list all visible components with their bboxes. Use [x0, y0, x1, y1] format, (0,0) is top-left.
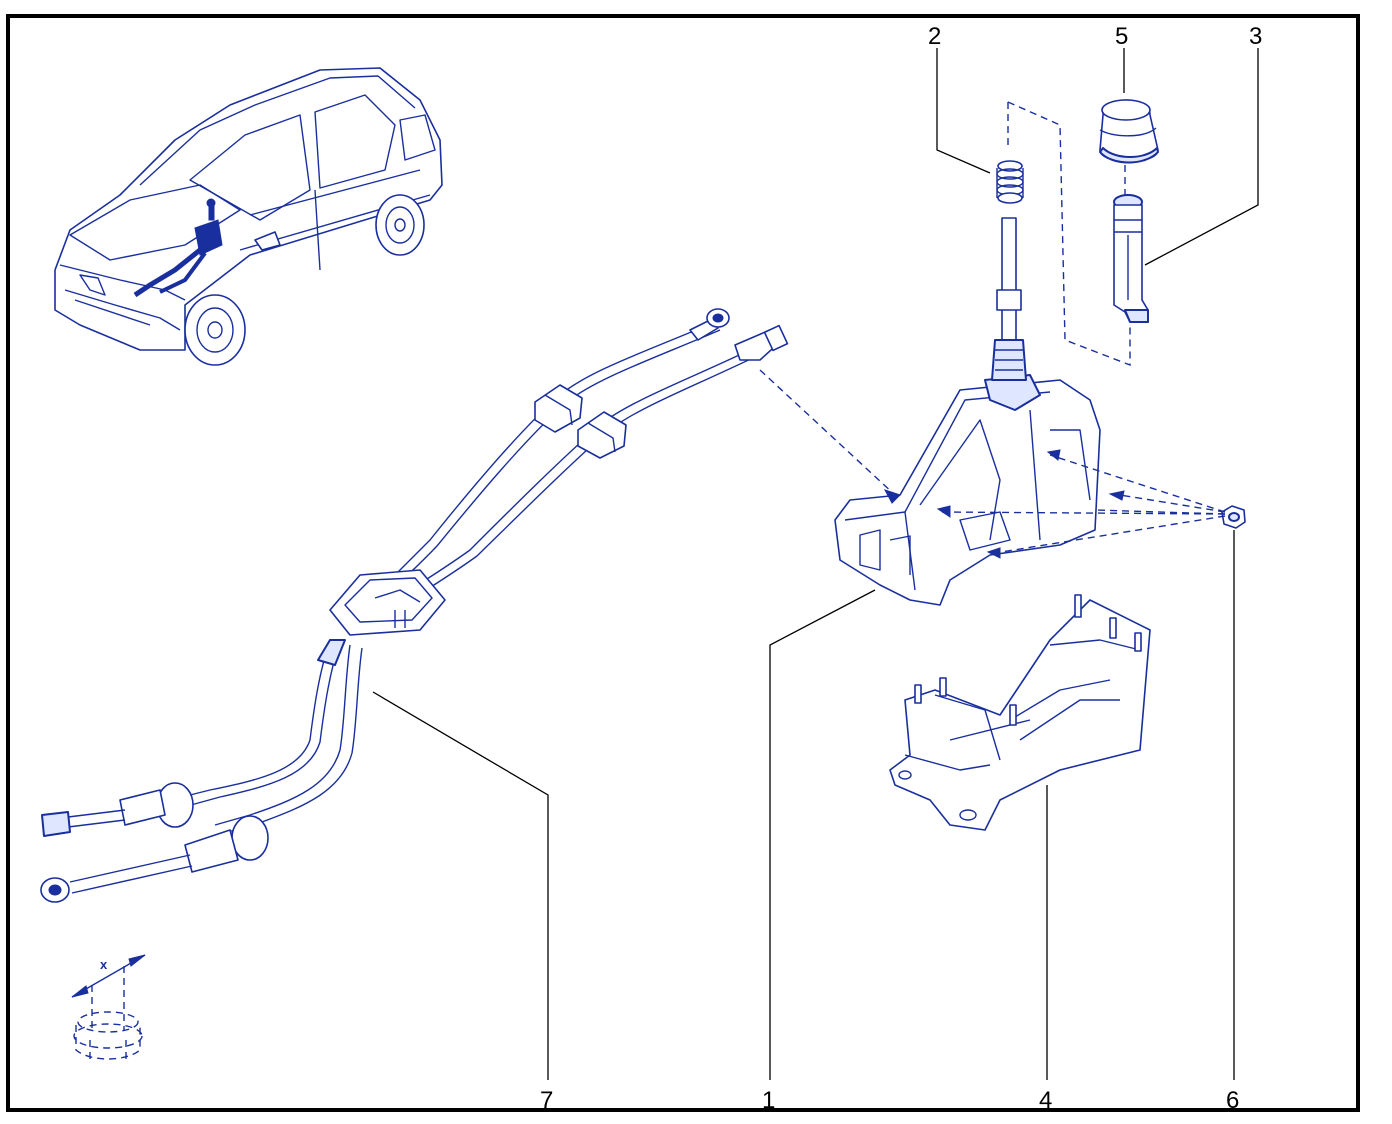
- callout-1: 1: [762, 1087, 775, 1114]
- part-2-spring: [996, 160, 1024, 204]
- front-wheel: [184, 294, 246, 366]
- callout-3: 3: [1249, 23, 1262, 50]
- callout-2: 2: [928, 23, 941, 50]
- callout-6: 6: [1226, 1087, 1239, 1114]
- rear-wheel: [375, 194, 425, 256]
- part-7-gear-cables: [40, 308, 789, 903]
- shift-lever-rod: [991, 217, 1027, 381]
- bracket-studs: [914, 594, 1142, 726]
- part-4-mounting-bracket: [889, 594, 1151, 831]
- diagram-frame: [6, 14, 1360, 1112]
- highlighted-gear-control: [133, 198, 223, 298]
- cable-grommet: [329, 569, 446, 636]
- cable-socket-end: [734, 324, 789, 361]
- callout-5: 5: [1115, 23, 1128, 50]
- dimension-label: x: [100, 957, 108, 972]
- leader-lines: [372, 48, 1259, 1080]
- callout-4: 4: [1039, 1087, 1052, 1114]
- part-5-gear-knob: [1099, 99, 1159, 164]
- callout-7: 7: [540, 1087, 553, 1114]
- cable-clip-lower: [577, 411, 627, 459]
- assembly-lines: [759, 101, 1226, 559]
- vehicle-location-illustration: [54, 67, 443, 366]
- part-6-nut: [1221, 505, 1246, 529]
- cable-end-fitting-upper: [41, 782, 194, 837]
- part-3-knob-adapter: [1113, 194, 1149, 323]
- cable-end-fitting-lower: [40, 815, 269, 903]
- callout-numbers: 2 5 3 7 1 4 6: [540, 23, 1262, 1114]
- cable-eye-end: [689, 308, 730, 341]
- part-1-gear-shift-housing: [834, 374, 1101, 606]
- cable-clip-upper: [534, 384, 583, 433]
- nut-dimension-detail: x: [71, 954, 146, 1060]
